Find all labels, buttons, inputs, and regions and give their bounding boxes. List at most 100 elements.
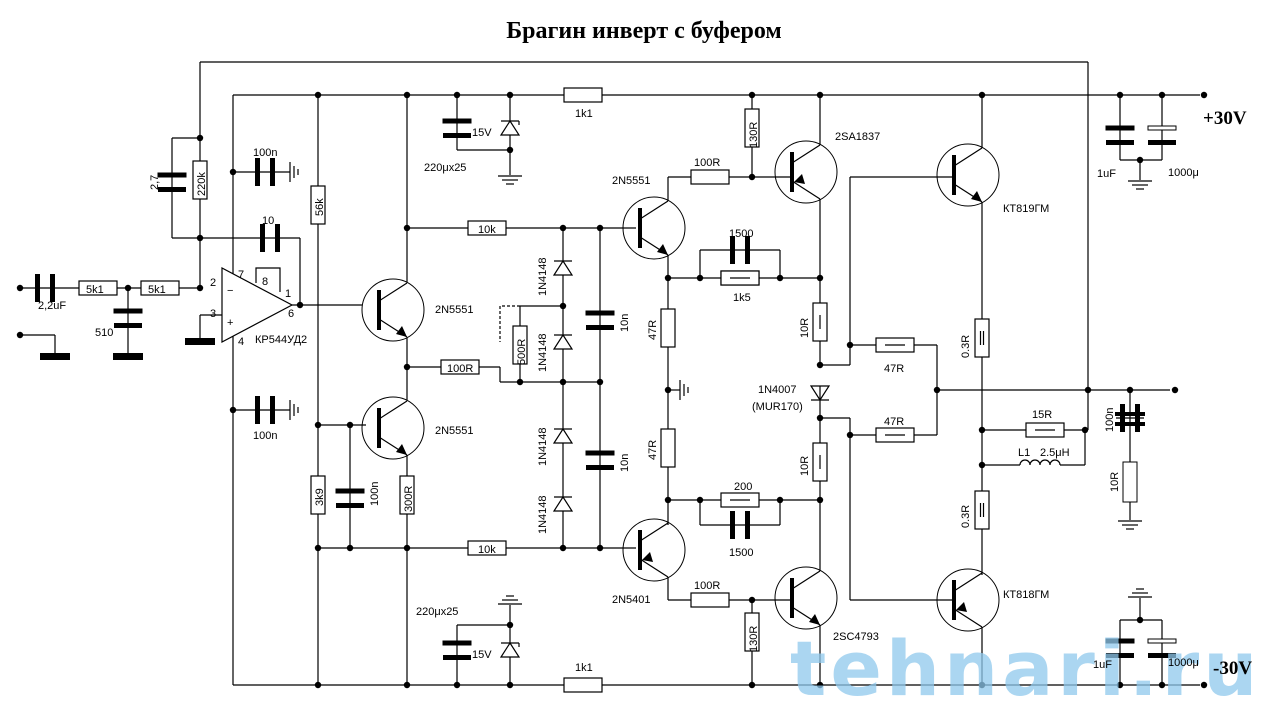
label-r10-out: 10R xyxy=(1109,472,1121,492)
label-c100n-top: 100n xyxy=(253,147,277,159)
opamp-minus: − xyxy=(227,285,233,297)
label-q6: КТ819ГМ xyxy=(1003,203,1049,215)
capacitor-plate xyxy=(275,224,280,252)
transistor-base xyxy=(952,155,956,195)
resistor xyxy=(744,108,760,148)
label-r130-top: 130R xyxy=(748,122,760,148)
pin-4: 4 xyxy=(238,336,244,348)
resistor xyxy=(512,325,528,365)
opamp-pin8 xyxy=(255,267,281,292)
capacitor-plate xyxy=(586,325,614,330)
junction-dot xyxy=(314,681,322,689)
resistor xyxy=(563,87,603,103)
pin-2: 2 xyxy=(210,277,216,289)
inductor-l1 xyxy=(1019,459,1061,466)
capacitor-plate xyxy=(745,511,750,539)
label-q1: 2N5551 xyxy=(435,304,474,316)
junction-dot xyxy=(978,91,986,99)
junction-dot xyxy=(816,681,824,689)
junction-dot xyxy=(748,91,756,99)
opamp-part: КР544УД2 xyxy=(255,334,307,346)
label-c27: 2,7 xyxy=(149,175,161,190)
transistor-base xyxy=(790,152,794,192)
capacitor-plate xyxy=(1148,653,1176,658)
label-c10n-bot: 10n xyxy=(619,454,631,472)
junction-dot xyxy=(1171,386,1179,394)
label-r3k9: 3k9 xyxy=(314,488,326,506)
wire xyxy=(953,608,983,628)
label-l1: L1 xyxy=(1018,447,1030,459)
label-r10k-bot: 10k xyxy=(478,544,496,556)
pin-3: 3 xyxy=(210,308,216,320)
negative-rail-label: -30V xyxy=(1213,658,1252,679)
capacitor-plate xyxy=(113,308,143,314)
pin-1: 1 xyxy=(285,288,291,300)
capacitor-plate xyxy=(730,236,735,264)
label-r100-q5: 100R xyxy=(694,157,720,169)
label-q5: 2SA1837 xyxy=(835,131,880,143)
label-c1u-top: 1uF xyxy=(1097,168,1116,180)
capacitor-plate xyxy=(158,187,186,192)
junction-dot xyxy=(816,91,824,99)
emitter-arrow xyxy=(809,614,820,625)
pin-8: 8 xyxy=(262,276,268,288)
label-q4: 2N5401 xyxy=(612,594,651,606)
label-d1: 1N4148 xyxy=(537,257,549,296)
label-c100n-bot: 100n xyxy=(253,430,277,442)
junction-dot xyxy=(1081,426,1089,434)
capacitor-plate xyxy=(585,450,615,456)
label-r-in2: 5k1 xyxy=(148,284,166,296)
resistor xyxy=(467,220,507,236)
junction-dot xyxy=(1200,681,1208,689)
capacitor-plate xyxy=(1115,412,1145,416)
resistor xyxy=(467,540,507,556)
capacitor-plate xyxy=(1148,140,1176,145)
emitter-arrow xyxy=(971,191,982,202)
emitter-arrow xyxy=(396,444,407,455)
transistor-q2 xyxy=(361,396,425,460)
label-d5-alt: (MUR170) xyxy=(752,401,803,413)
transistor-q4 xyxy=(622,518,686,582)
capacitor-plate xyxy=(1105,125,1135,131)
circuit-shapes xyxy=(16,61,1208,693)
capacitor-plate xyxy=(336,503,364,508)
resistor xyxy=(140,280,180,296)
label-z-bot: 15V xyxy=(472,649,492,661)
label-r300: 300R xyxy=(403,486,415,512)
capacitor-plate xyxy=(745,236,750,264)
label-r47-b2: 47R xyxy=(884,416,904,428)
capacitor-plate xyxy=(1106,140,1134,145)
label-q8: 2SC4793 xyxy=(833,631,879,643)
label-r47-b1: 47R xyxy=(884,363,904,375)
label-r100-mid: 100R xyxy=(447,363,473,375)
wire xyxy=(378,400,408,420)
resistor xyxy=(690,169,730,185)
junction-dot xyxy=(403,681,411,689)
junction-dot xyxy=(978,681,986,689)
diode-icon xyxy=(552,495,574,512)
label-q2: 2N5551 xyxy=(435,425,474,437)
capacitor-plate xyxy=(1105,638,1135,644)
diode-icon xyxy=(552,259,574,276)
label-c10: 10 xyxy=(262,215,274,227)
junction-dot xyxy=(196,234,204,242)
label-r56k: 56k xyxy=(314,198,326,216)
label-r1k1-top: 1k1 xyxy=(575,108,593,120)
capacitor-plate xyxy=(442,118,472,124)
capacitor-plate xyxy=(1106,653,1134,658)
wire xyxy=(639,522,669,542)
transistor-q3 xyxy=(622,196,686,260)
resistor xyxy=(974,490,990,530)
wire xyxy=(791,144,821,164)
label-r03-bot: 0.3R xyxy=(960,505,972,528)
capacitor-plate xyxy=(1147,125,1177,131)
label-r10-top: 10R xyxy=(799,318,811,338)
label-c-in: 2,2uF xyxy=(38,300,66,312)
label-r1k5: 1k5 xyxy=(733,292,751,304)
capacitor-plate xyxy=(50,274,55,302)
label-d2: 1N4148 xyxy=(537,333,549,372)
capacitor-plate xyxy=(255,158,260,186)
transistor-base xyxy=(638,208,642,248)
label-c1000-top: 1000μ xyxy=(1168,167,1199,179)
